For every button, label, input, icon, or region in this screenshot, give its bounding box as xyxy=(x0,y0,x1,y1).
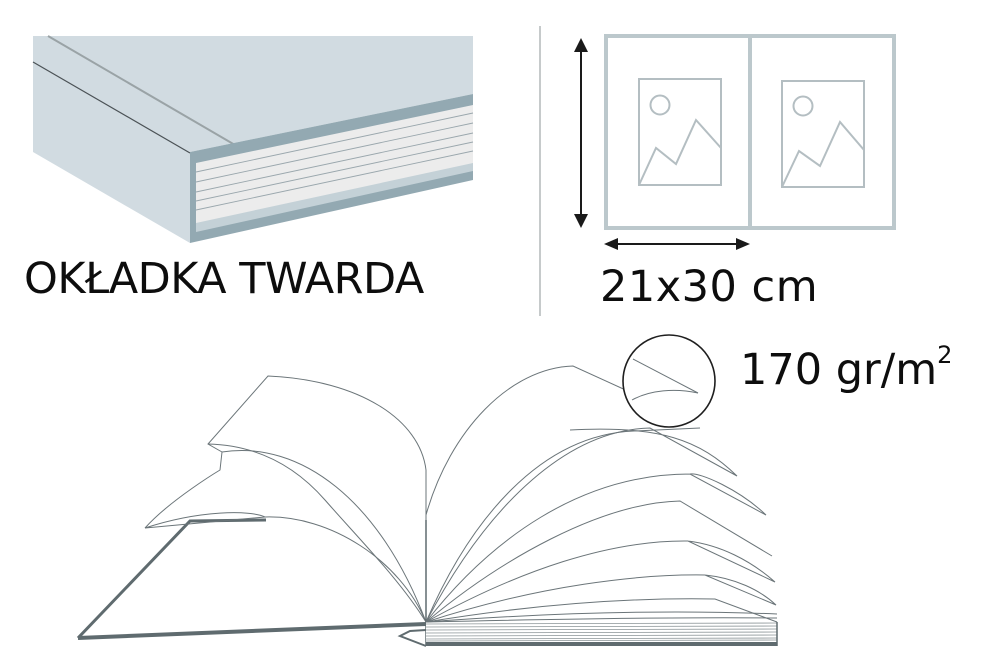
image-placeholder-icon xyxy=(781,80,865,188)
hardcover-book-icon xyxy=(32,35,474,243)
cover-type-label: OKŁADKA TWARDA xyxy=(24,254,424,304)
page-spread-diagram xyxy=(574,34,896,250)
open-book-icon xyxy=(76,365,778,647)
paper-weight-exponent: 2 xyxy=(937,340,953,369)
width-dimension-arrow xyxy=(604,238,750,250)
paper-weight-label: 170 gr/m2 xyxy=(740,341,952,395)
paper-thickness-magnifier-icon xyxy=(622,334,716,428)
page-size-label: 21x30 cm xyxy=(600,262,819,312)
image-placeholder-icon xyxy=(638,78,722,186)
height-dimension-arrow xyxy=(574,38,588,228)
paper-weight-value: 170 gr/m xyxy=(740,345,938,395)
